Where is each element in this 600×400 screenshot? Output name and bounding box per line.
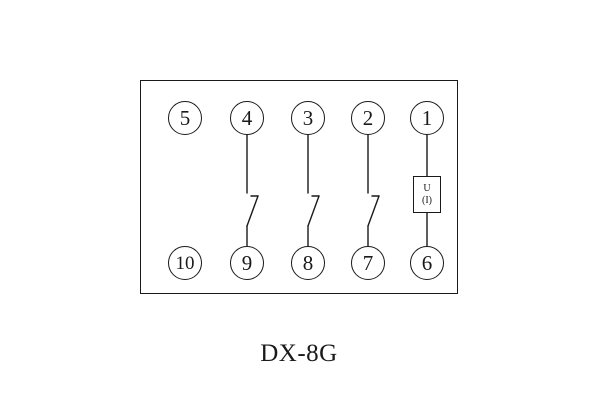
- terminal-top-2: 2: [351, 101, 385, 135]
- terminal-label: 4: [241, 105, 253, 130]
- terminal-top-4: 4: [230, 101, 264, 135]
- terminal-top-5: 5: [168, 101, 202, 135]
- terminal-bottom-10: 10: [168, 246, 202, 280]
- terminal-label: 8: [302, 250, 314, 275]
- terminal-label: 2: [362, 105, 374, 130]
- device-box-line1: U: [423, 183, 431, 194]
- device-box-ui: U (I): [413, 176, 441, 213]
- diagram-caption: DX-8G: [260, 340, 338, 367]
- terminal-bottom-6: 6: [410, 246, 444, 280]
- terminal-top-3: 3: [291, 101, 325, 135]
- terminal-label: 6: [421, 250, 433, 275]
- terminal-label: 7: [362, 250, 374, 275]
- terminal-label: 1: [421, 105, 433, 130]
- terminal-bottom-8: 8: [291, 246, 325, 280]
- terminal-label: 3: [302, 105, 314, 130]
- terminal-top-1: 1: [410, 101, 444, 135]
- device-box-line2: (I): [422, 194, 432, 206]
- terminal-label: 9: [241, 250, 253, 275]
- terminal-bottom-7: 7: [351, 246, 385, 280]
- terminal-bottom-9: 9: [230, 246, 264, 280]
- terminal-label: 10: [175, 252, 195, 274]
- terminal-label: 5: [179, 105, 191, 130]
